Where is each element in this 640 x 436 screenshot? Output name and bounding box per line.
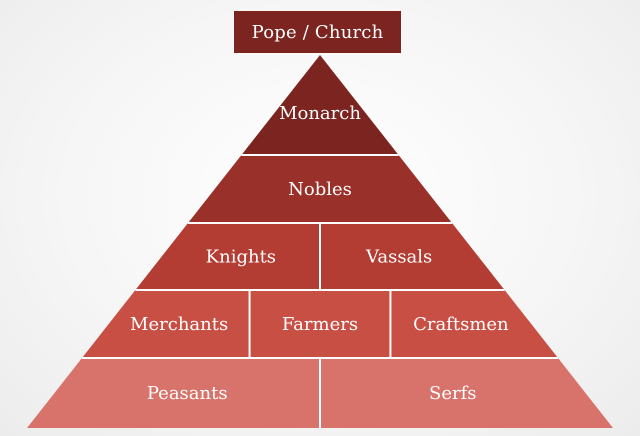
- nobles-label: Nobles: [288, 179, 352, 200]
- merchants-label: Merchants: [130, 314, 228, 335]
- commoners-tier-shape: [81, 290, 559, 358]
- pope-church-box: Pope / Church: [234, 11, 401, 53]
- monarch-tier: Monarch: [241, 55, 399, 155]
- peasants-label: Peasants: [147, 383, 228, 404]
- monarch-label: Monarch: [279, 103, 361, 124]
- pope-church-label: Pope / Church: [251, 21, 384, 43]
- monarch-tier-shape: [241, 55, 399, 155]
- serfs-label: Serfs: [429, 383, 477, 404]
- nobles-tier: Nobles: [188, 154, 452, 223]
- craftsmen-label: Craftsmen: [413, 314, 509, 335]
- knights-vassals-tier: Knights Vassals: [135, 222, 505, 290]
- peasants-serfs-tier: Peasants Serfs: [27, 357, 613, 428]
- vassals-label: Vassals: [365, 247, 432, 268]
- commoners-tier: Merchants Farmers Craftsmen: [81, 289, 559, 358]
- nobles-tier-shape: [188, 155, 452, 223]
- farmers-label: Farmers: [282, 314, 358, 335]
- knights-label: Knights: [206, 247, 276, 268]
